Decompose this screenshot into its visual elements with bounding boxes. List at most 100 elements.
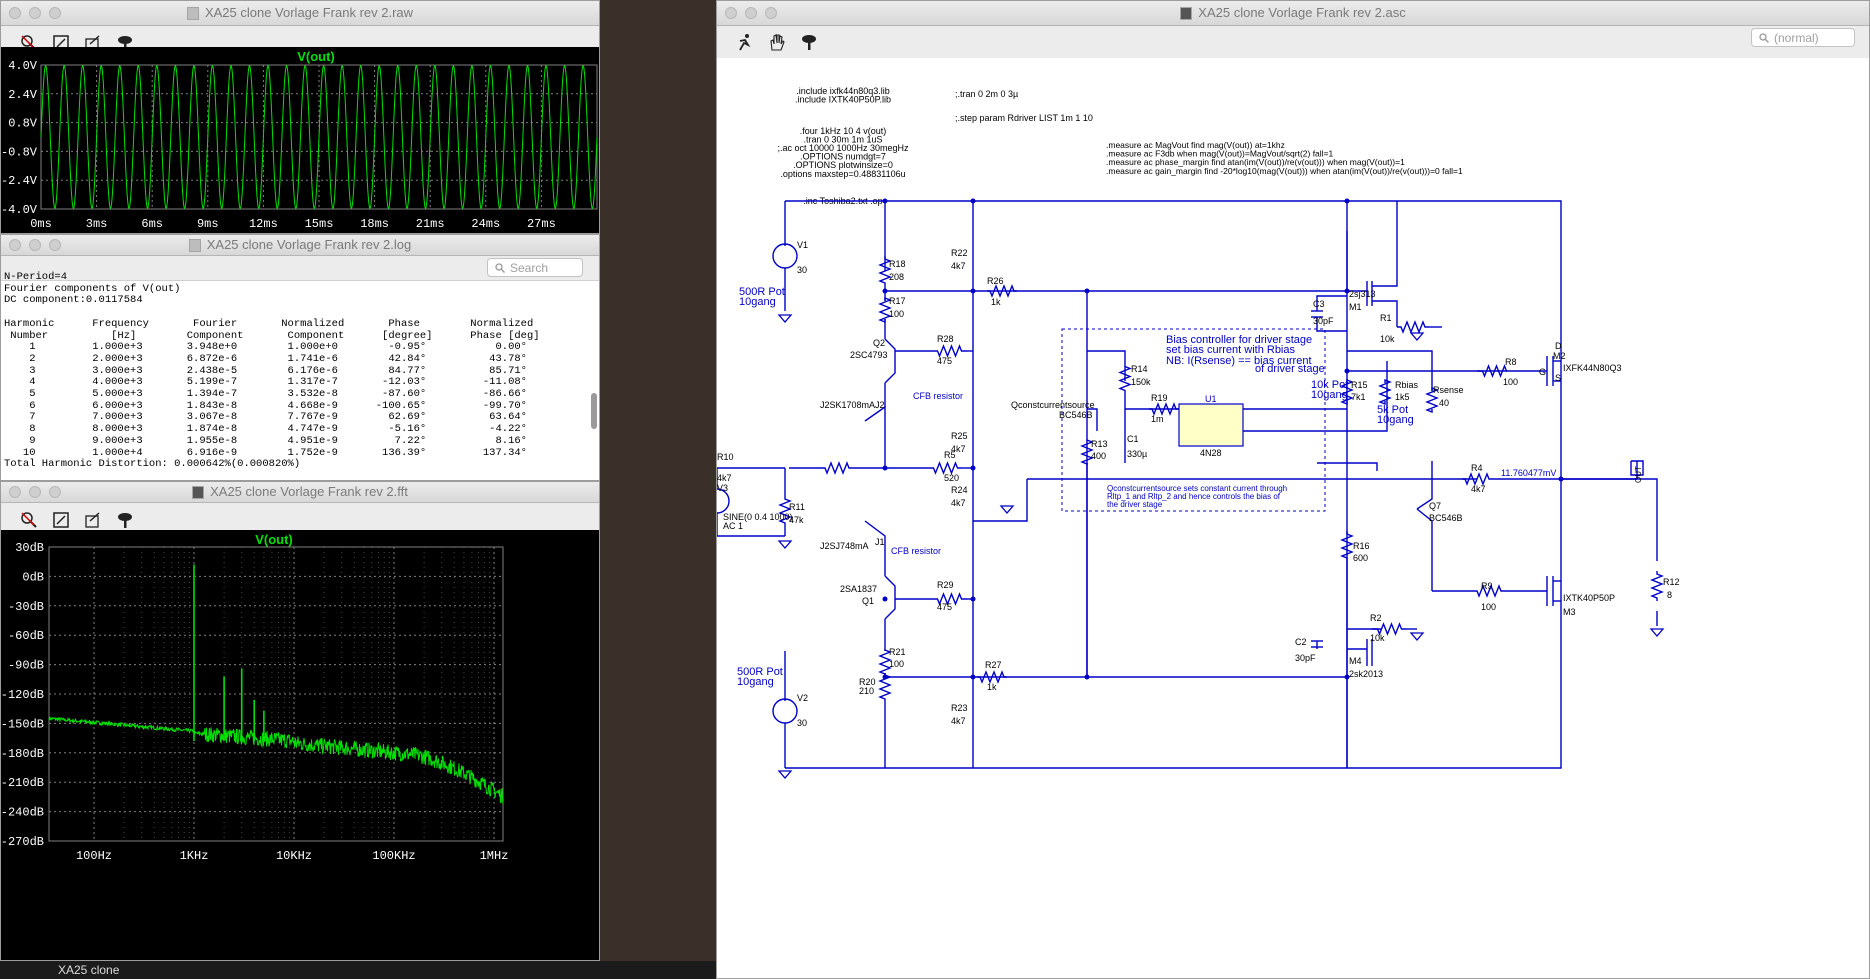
component-label: R2 [1370,613,1382,623]
close-button[interactable] [9,486,21,498]
log-toolbar: Search [1,256,599,281]
window-controls [9,7,61,19]
zoom-button[interactable] [49,7,61,19]
document-icon [188,239,201,253]
annotation-label: 10gang [1311,389,1348,401]
autorange-icon[interactable] [49,508,73,532]
schematic-canvas[interactable]: .include ixfk44n80q3.lib.include IXTK40P… [717,58,1869,978]
wire [1397,320,1429,334]
component-label: 4k7 [951,498,966,508]
wire [785,200,1562,769]
component-label: R24 [951,485,968,495]
log-search-input[interactable]: Search [487,258,583,277]
close-button[interactable] [725,7,737,19]
probe-icon[interactable] [113,31,137,55]
minimize-button[interactable] [745,7,757,19]
component-label: R20 [859,677,876,687]
component-label: M4 [1349,656,1362,666]
component-label: 4k7 [717,473,732,483]
raw-x-tick: 3ms [86,217,108,231]
annotation-label: of driver stage [1255,363,1325,375]
component-label: 520 [944,473,959,483]
annotation-label: U1 [1205,394,1217,404]
raw-x-tick: 18ms [360,217,389,231]
log-titlebar[interactable]: XA25 clone Vorlage Frank rev 2.log [1,235,599,256]
wire [1340,378,1354,406]
component-label: 2SC4793 [850,350,888,360]
component-label: 400 [1091,451,1106,461]
close-button[interactable] [9,239,21,251]
ground-symbol [1409,332,1425,341]
ground-symbol [999,505,1015,514]
window-controls [725,7,777,19]
annotation-label: 10gang [737,676,774,688]
wire [1372,300,1398,327]
wire [1372,201,1398,287]
minimize-button[interactable] [29,486,41,498]
annotation-label: 11.760477mV [1501,468,1556,478]
document-icon [192,486,205,500]
component-label: J2SJ748mA [820,541,869,551]
zoom-button[interactable] [49,486,61,498]
component-label: V3 [717,483,728,493]
component-label: C2 [1295,637,1307,647]
wire [1118,365,1132,392]
wire [1080,438,1094,466]
probe-icon[interactable] [797,30,821,54]
raw-trace [40,64,598,210]
ground-symbol [777,314,793,323]
wire [1474,584,1504,598]
annotation-label: Qconstcurrentsource sets constant curren… [1107,484,1287,493]
fft-titlebar[interactable]: XA25 clone Vorlage Frank rev 2.fft [1,482,599,503]
junction-dot [882,674,888,680]
junction-dot [882,596,888,602]
wire [1372,622,1407,636]
annotation-label: the driver stage [1107,500,1163,509]
component-label: R5 [944,450,956,460]
raw-window-title: XA25 clone Vorlage Frank rev 2.raw [204,5,414,20]
junction-dot [1084,288,1090,294]
wire [1087,408,1098,431]
annotation-label: 500R Pot [737,666,783,678]
ground-symbol [1409,632,1425,641]
zoom-button[interactable] [765,7,777,19]
hand-icon[interactable] [765,30,789,54]
component-label: 1m [1151,414,1164,424]
wire [1650,571,1664,601]
zoom-fit-icon[interactable] [17,508,41,532]
fft-x-tick: 10KHz [276,849,312,863]
raw-titlebar[interactable]: XA25 clone Vorlage Frank rev 2.raw [1,1,599,26]
close-button[interactable] [9,7,21,19]
fft-y-tick: -90dB [8,659,44,673]
component-label: R28 [937,334,954,344]
component-label: OUT [1634,466,1643,483]
wire [977,670,1007,684]
document-icon [1180,7,1193,21]
raw-y-tick: 0.8V [8,117,38,131]
component-label: M2 [1553,351,1566,361]
component-label: R23 [951,703,968,713]
wire [1561,478,1658,561]
schematic-titlebar[interactable]: XA25 clone Vorlage Frank rev 2.asc [717,1,1869,26]
component-label: .measure ac gain_margin find -20*log10(m… [1106,166,1463,176]
run-icon[interactable] [733,30,757,54]
component-label: 100 [889,659,904,669]
zoom-button[interactable] [49,239,61,251]
minimize-button[interactable] [29,239,41,251]
raw-x-tick: 27ms [527,217,556,231]
component-label: M1 [1349,302,1362,312]
probe-icon[interactable] [113,508,137,532]
schematic-search-input[interactable]: (normal) [1751,28,1855,47]
fft-y-tick: -120dB [1,688,44,702]
annotation-label: 10gang [739,296,776,308]
pan-icon[interactable] [81,508,105,532]
component-label: R29 [937,580,954,590]
component-label: 30 [797,718,807,728]
minimize-button[interactable] [29,7,41,19]
component-label: BC546B [1059,410,1093,420]
component-label: .tran 0 30m 1m 1uS [803,134,882,144]
log-scrollbar[interactable] [591,393,597,429]
